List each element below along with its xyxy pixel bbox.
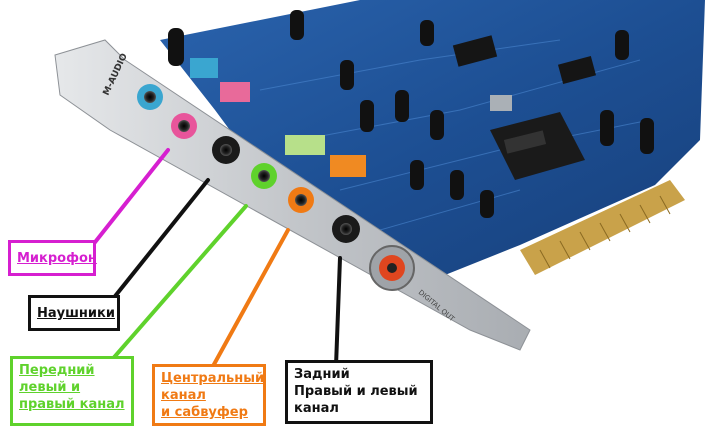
label-line: и сабвуфер <box>161 405 248 420</box>
label-line: Правый и левый <box>294 384 418 399</box>
label-line: Задний <box>294 367 350 382</box>
label-line: левый и <box>19 380 81 395</box>
label-headphones: Наушники <box>28 295 120 331</box>
jack-line-in <box>137 84 163 110</box>
pointer-headphones <box>110 178 210 302</box>
jack-front <box>251 163 277 189</box>
pointer-mic <box>90 148 170 248</box>
label-center-subwoofer: Центральный канал и сабвуфер <box>152 364 266 426</box>
label-line: правый канал <box>19 397 125 412</box>
label-line: Передний <box>19 363 95 378</box>
pointer-center <box>210 228 290 370</box>
label-line: канал <box>294 401 339 416</box>
jack-headphones <box>212 136 240 164</box>
jack-center <box>288 187 314 213</box>
pointer-rear <box>334 256 342 368</box>
label-front-channels: Передний левый и правый канал <box>10 356 134 426</box>
pointer-front <box>108 204 248 364</box>
label-microphone: Микрофон <box>8 240 97 276</box>
jack-microphone <box>171 113 197 139</box>
jack-rear <box>332 215 360 243</box>
label-line: Микрофон <box>17 251 97 266</box>
label-line: Центральный <box>161 371 265 386</box>
label-line: Наушники <box>37 306 115 321</box>
label-line: канал <box>161 388 206 403</box>
jack-coax-digital <box>369 245 415 291</box>
